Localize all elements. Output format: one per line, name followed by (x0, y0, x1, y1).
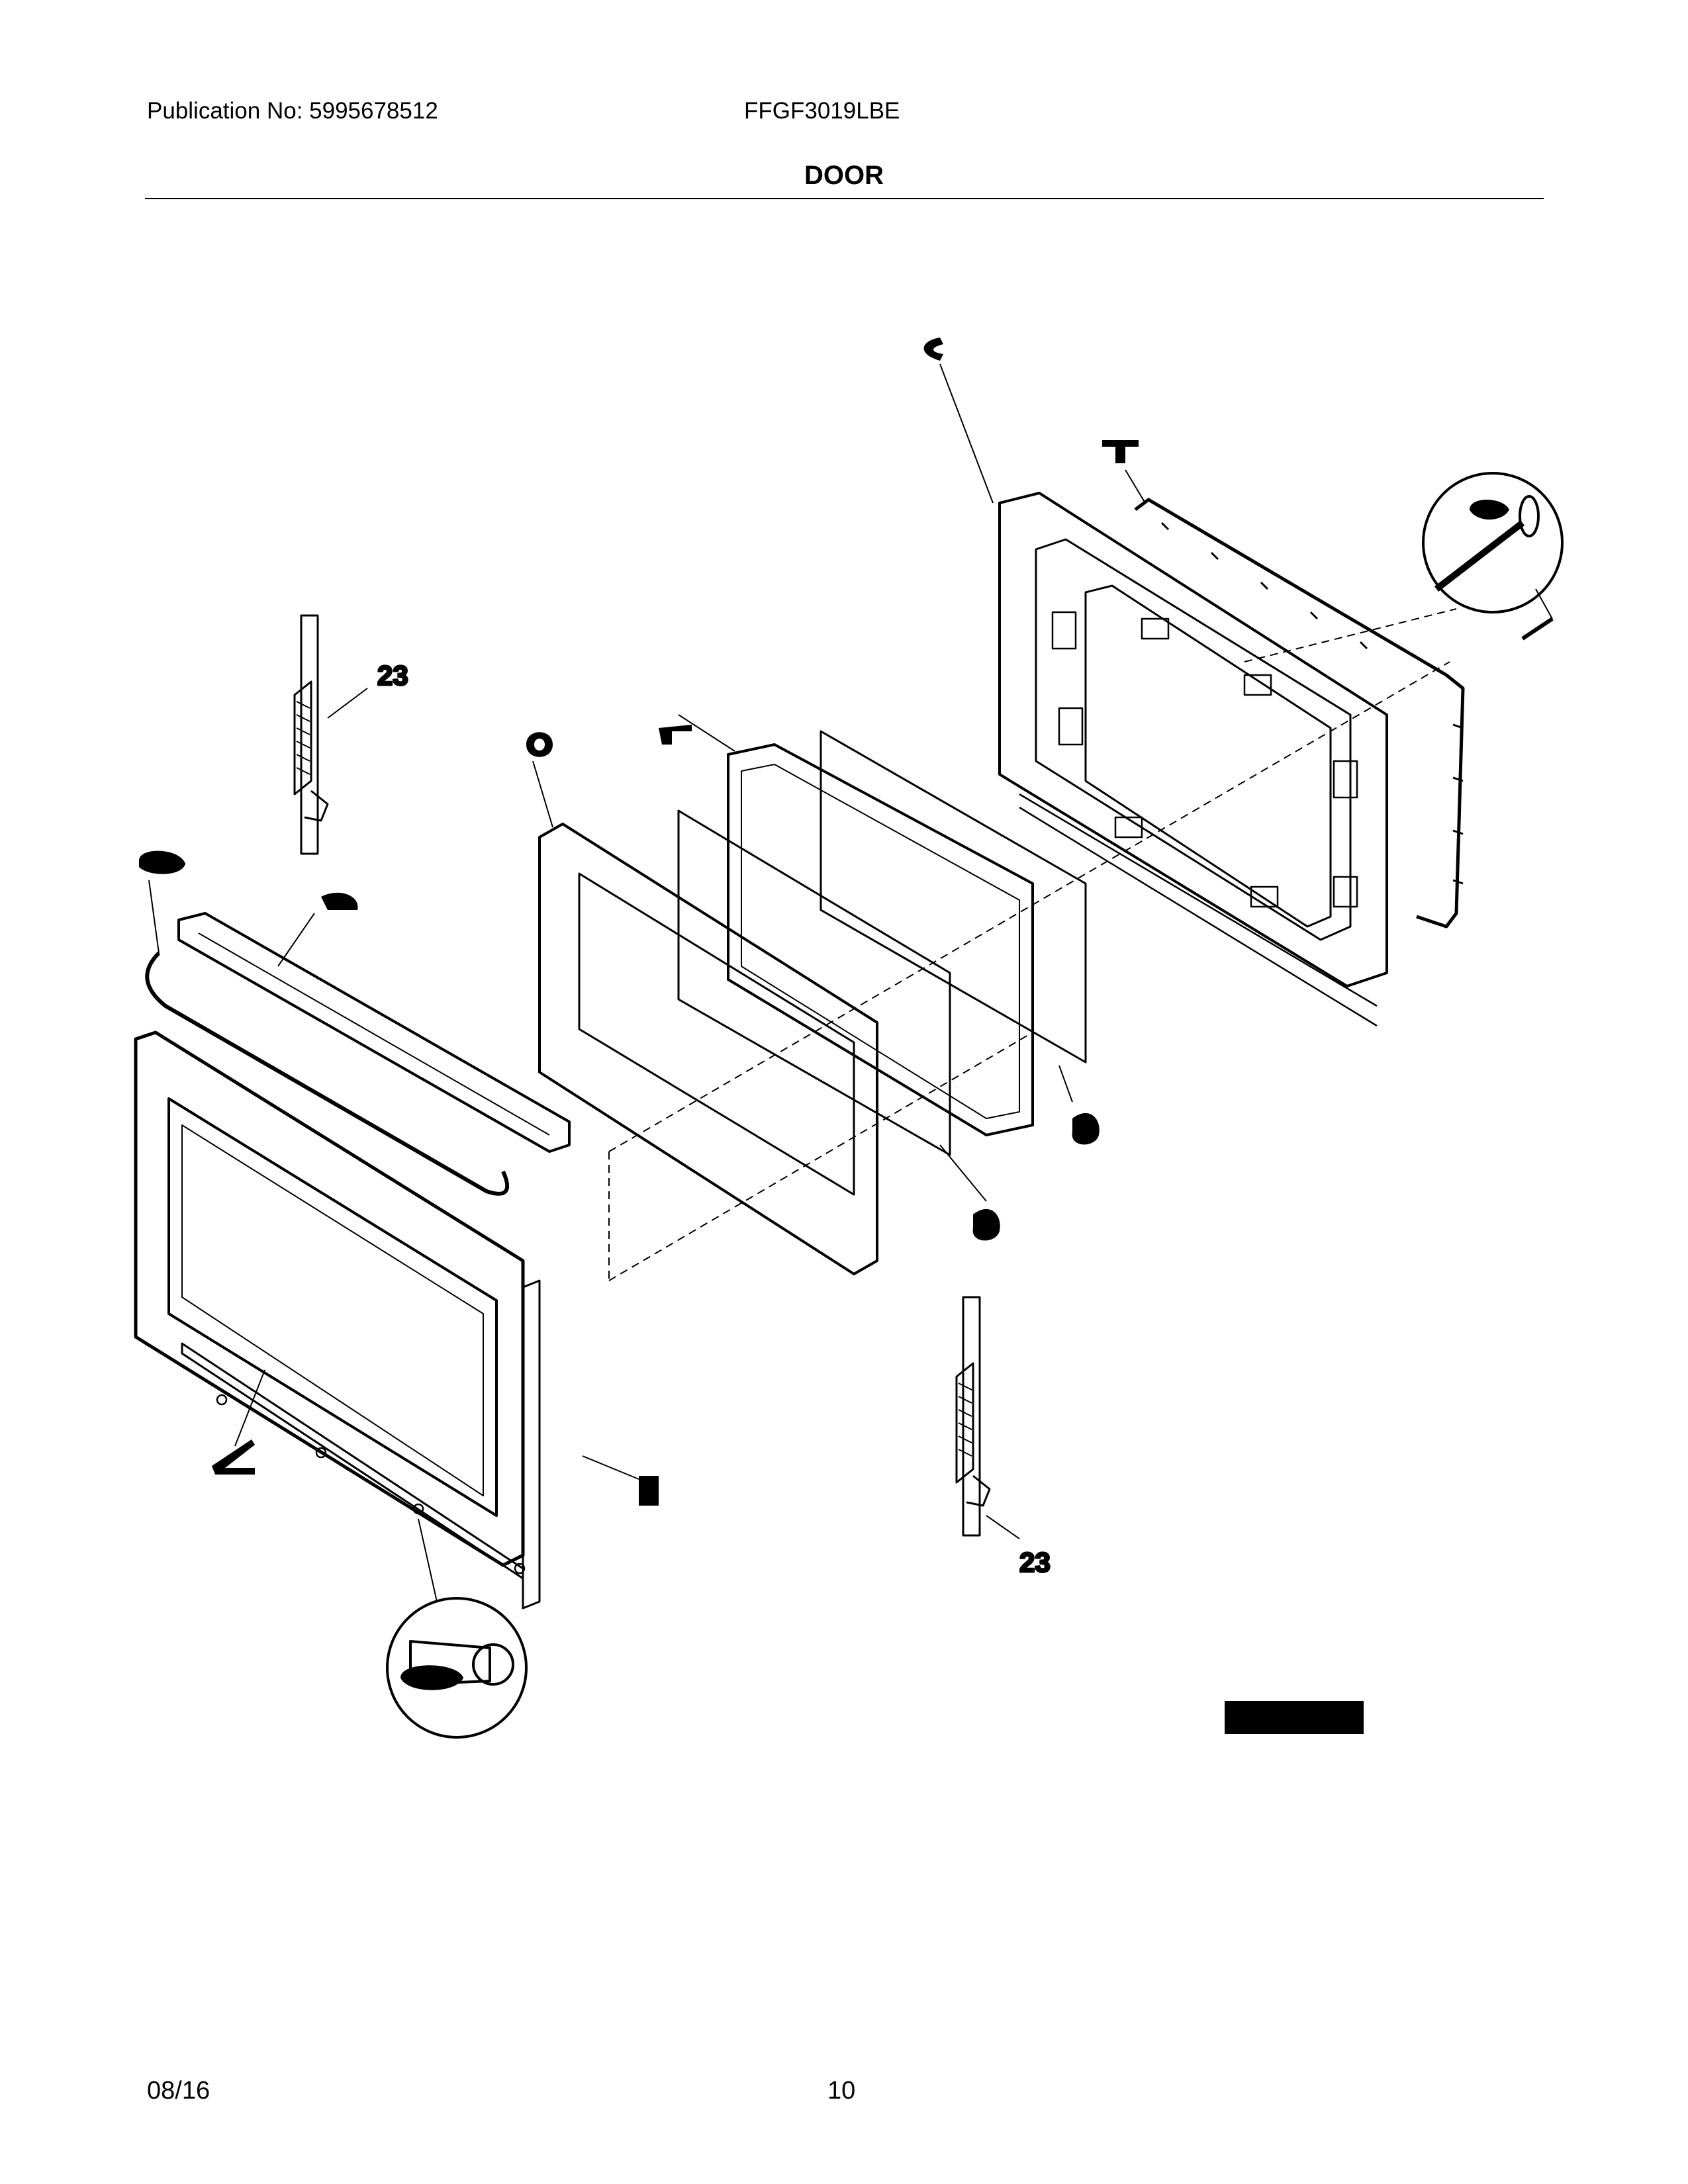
door-liner (538, 823, 878, 1275)
door-back-panel (998, 492, 1388, 1027)
publication-number: Publication No: 5995678512 (147, 98, 438, 124)
detail-screw-circle (386, 1518, 528, 1739)
section-title: DOOR (804, 161, 884, 190)
header-divider (145, 198, 1544, 199)
door-screws (216, 1394, 526, 1574)
footer-page-number: 10 (827, 2077, 856, 2105)
outer-door (134, 1030, 541, 1610)
distorted-callouts (139, 338, 1509, 1734)
model-number: FFGF3019LBE (744, 98, 900, 124)
door-handle (145, 912, 571, 1196)
door-gasket (1134, 498, 1465, 929)
glass-pack (677, 730, 1087, 1156)
footer-date: 08/16 (147, 2077, 211, 2105)
detail-bolt-circle (1422, 472, 1564, 641)
leader-lines (148, 363, 1146, 1480)
alignment-lines (608, 608, 1457, 1281)
hinge-bottom (955, 1296, 1020, 1539)
callout-hinge-top: 23 (377, 660, 408, 691)
hinge-top (293, 614, 368, 855)
callout-hinge-bottom: 23 (1019, 1547, 1051, 1578)
